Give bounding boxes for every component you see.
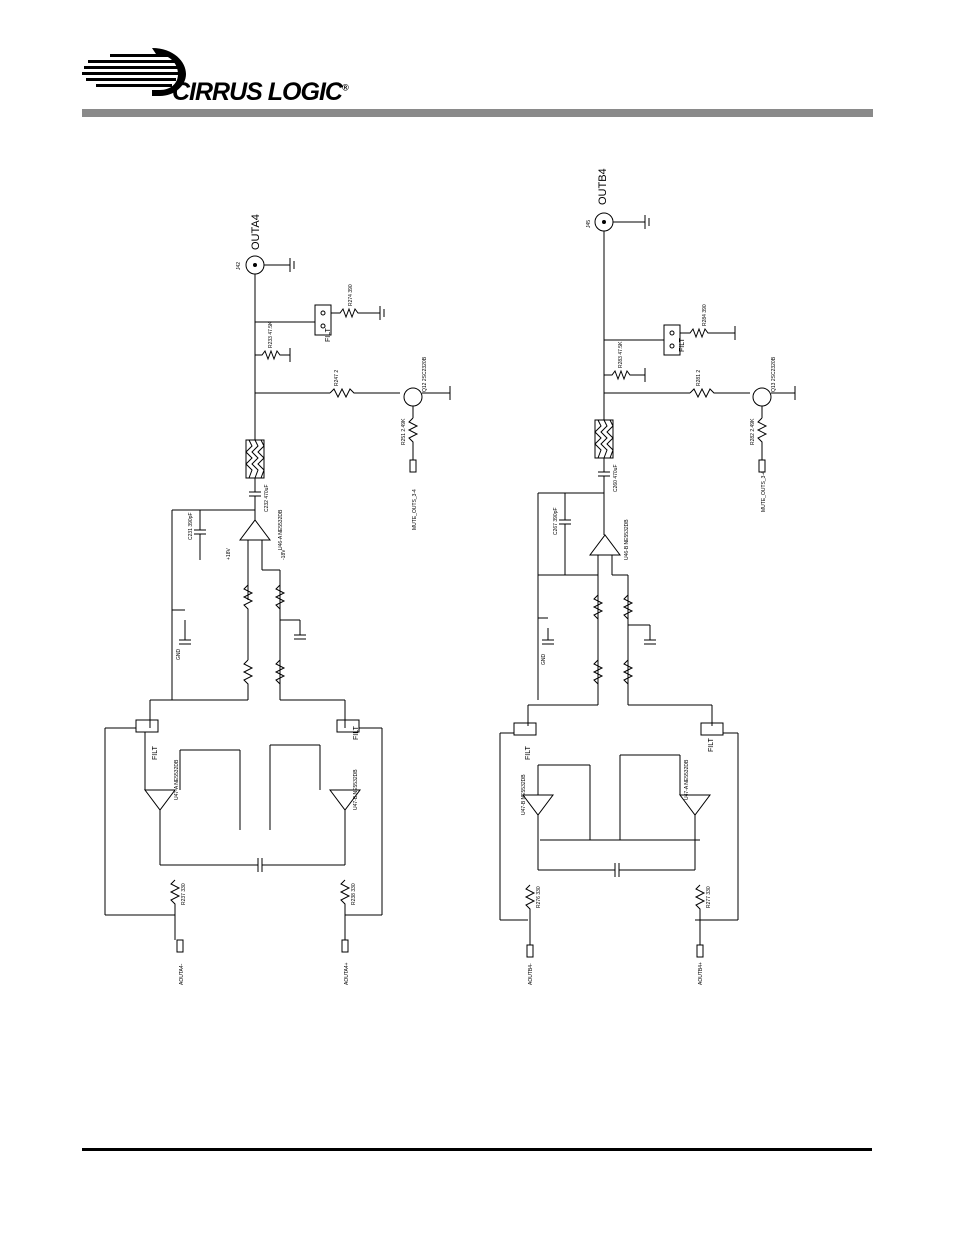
r284-label: R284 390	[702, 304, 708, 326]
in-b-p-label: AOUTB4+	[698, 962, 704, 985]
c232-label: C232 470uF	[264, 484, 270, 512]
mute-1-label: MUTE_OUTS_3-4	[412, 489, 418, 530]
c231-label: C231 390pF	[188, 512, 194, 540]
r238-label: R238 330	[351, 883, 357, 905]
r276-label: R276 330	[536, 886, 542, 908]
mute-2-label: MUTE_OUTS_3-4	[761, 471, 767, 512]
out-b-label: OUTB4	[597, 168, 609, 205]
r251-label: R251 2.49K	[401, 418, 407, 445]
v18n-a-label: -18V	[281, 549, 287, 560]
r247-label: R247 2	[334, 370, 340, 386]
filt-1-label: FILT	[325, 327, 332, 342]
r274-label: R274 390	[348, 284, 354, 306]
filt-2-label: FILT	[152, 745, 159, 760]
in-a-p-label: AOUTA4+	[344, 962, 350, 985]
u46b-label: U46-B NE5532DB	[624, 519, 630, 560]
out-a-label: OUTA4	[250, 214, 262, 250]
header-bar	[82, 109, 873, 117]
circuit-a: OUTA4 J42 FILT R274 390 R233 47.5K R247 …	[104, 214, 451, 985]
c260-label: C260 470uF	[613, 464, 619, 492]
filt-4-label: FILT	[679, 337, 686, 352]
c267-label: C267 390pF	[553, 507, 559, 535]
r281-label: R281 2	[696, 370, 702, 386]
jack-b-label: J45	[586, 220, 592, 228]
cirrus-logic-logo	[82, 48, 186, 96]
q13-label: Q13 2SC2320B	[771, 356, 777, 392]
u47b-r-label: U47-B NE5532DB	[521, 774, 527, 815]
u47b-label: U47-B NE5532DB	[353, 769, 359, 810]
r283-label: R283 47.5K	[618, 341, 624, 368]
r282-label: R282 2.49K	[750, 418, 756, 445]
filt-6-label: FILT	[708, 737, 715, 752]
in-a-n-label: AOUTA4-	[179, 963, 185, 985]
footer-rule	[82, 1148, 872, 1151]
in-b-n-label: AOUTB4-	[528, 963, 534, 985]
q12-label: Q12 2SC2320B	[422, 356, 428, 392]
r233-label: R233 47.5K	[268, 321, 274, 348]
brand-name: CIRRUS LOGIC®	[172, 78, 349, 106]
u47a-r-label: U47-A NE5532DB	[684, 759, 690, 800]
gnd-b1-label: GND	[541, 654, 547, 666]
jack-a-label: J42	[236, 262, 242, 270]
u46a-label: U46-A NE5532DB	[278, 509, 284, 550]
r237-label: R237 330	[181, 883, 187, 905]
gnd-a1-label: GND	[176, 649, 182, 661]
filt-3-label: FILT	[353, 725, 360, 740]
v18p-a-label: +18V	[226, 548, 232, 560]
filt-5-label: FILT	[525, 745, 532, 760]
u47a-label: U47-A NE5532DB	[174, 759, 180, 800]
r277-label: R277 330	[706, 886, 712, 908]
circuit-b: OUTB4 J45 FILT R284 390 R283 47.5K R281 …	[499, 168, 796, 985]
